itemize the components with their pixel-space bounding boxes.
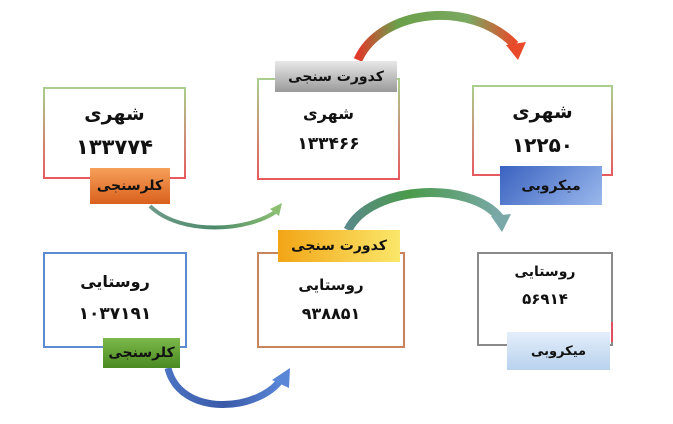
card-title: روستایی xyxy=(80,272,150,291)
card-urban-microbial: شهری ۱۲۲۵۰ xyxy=(472,85,613,176)
card-title: شهری xyxy=(303,104,354,123)
tag-turbidity-rural: کدورت سنجی xyxy=(278,230,400,262)
card-title: شهری xyxy=(84,103,145,125)
tag-turbidity-urban: کدورت سنجی xyxy=(275,61,397,92)
tag-chlorine-urban: کلرسنجی xyxy=(90,168,170,204)
card-title: شهری xyxy=(512,101,573,123)
arrow-bottom-middle-to-right xyxy=(343,188,511,233)
card-urban-turbidity: شهری ۱۳۳۴۶۶ xyxy=(257,78,400,180)
card-value: ۵۶۹۱۴ xyxy=(522,290,568,308)
red-accent xyxy=(611,322,613,342)
arrow-top-left-to-middle xyxy=(148,203,282,230)
card-value: ۹۳۸۸۵۱ xyxy=(301,304,361,323)
card-title: روستایی xyxy=(298,276,364,294)
card-value: ۱۳۳۴۶۶ xyxy=(297,134,360,154)
arrow-bottom-left-to-middle xyxy=(164,366,290,408)
arrow-top-middle-to-right xyxy=(353,11,526,63)
card-value: ۱۰۳۷۱۹۱ xyxy=(78,304,152,324)
card-rural-microbial: روستایی ۵۶۹۱۴ xyxy=(477,252,613,346)
card-rural-turbidity: روستایی ۹۳۸۸۵۱ xyxy=(257,252,405,348)
tag-chlorine-rural: کلرسنجی xyxy=(103,338,180,368)
card-value: ۱۳۳۷۷۴ xyxy=(76,135,153,159)
card-title: روستایی xyxy=(514,264,576,280)
card-rural-chlorine: روستایی ۱۰۳۷۱۹۱ xyxy=(43,252,187,348)
card-value: ۱۲۲۵۰ xyxy=(511,133,574,157)
tag-microbial-urban: میکروبی xyxy=(500,166,602,205)
tag-microbial-rural: میکروبی xyxy=(507,332,610,370)
card-urban-chlorine: شهری ۱۳۳۷۷۴ xyxy=(43,87,186,179)
